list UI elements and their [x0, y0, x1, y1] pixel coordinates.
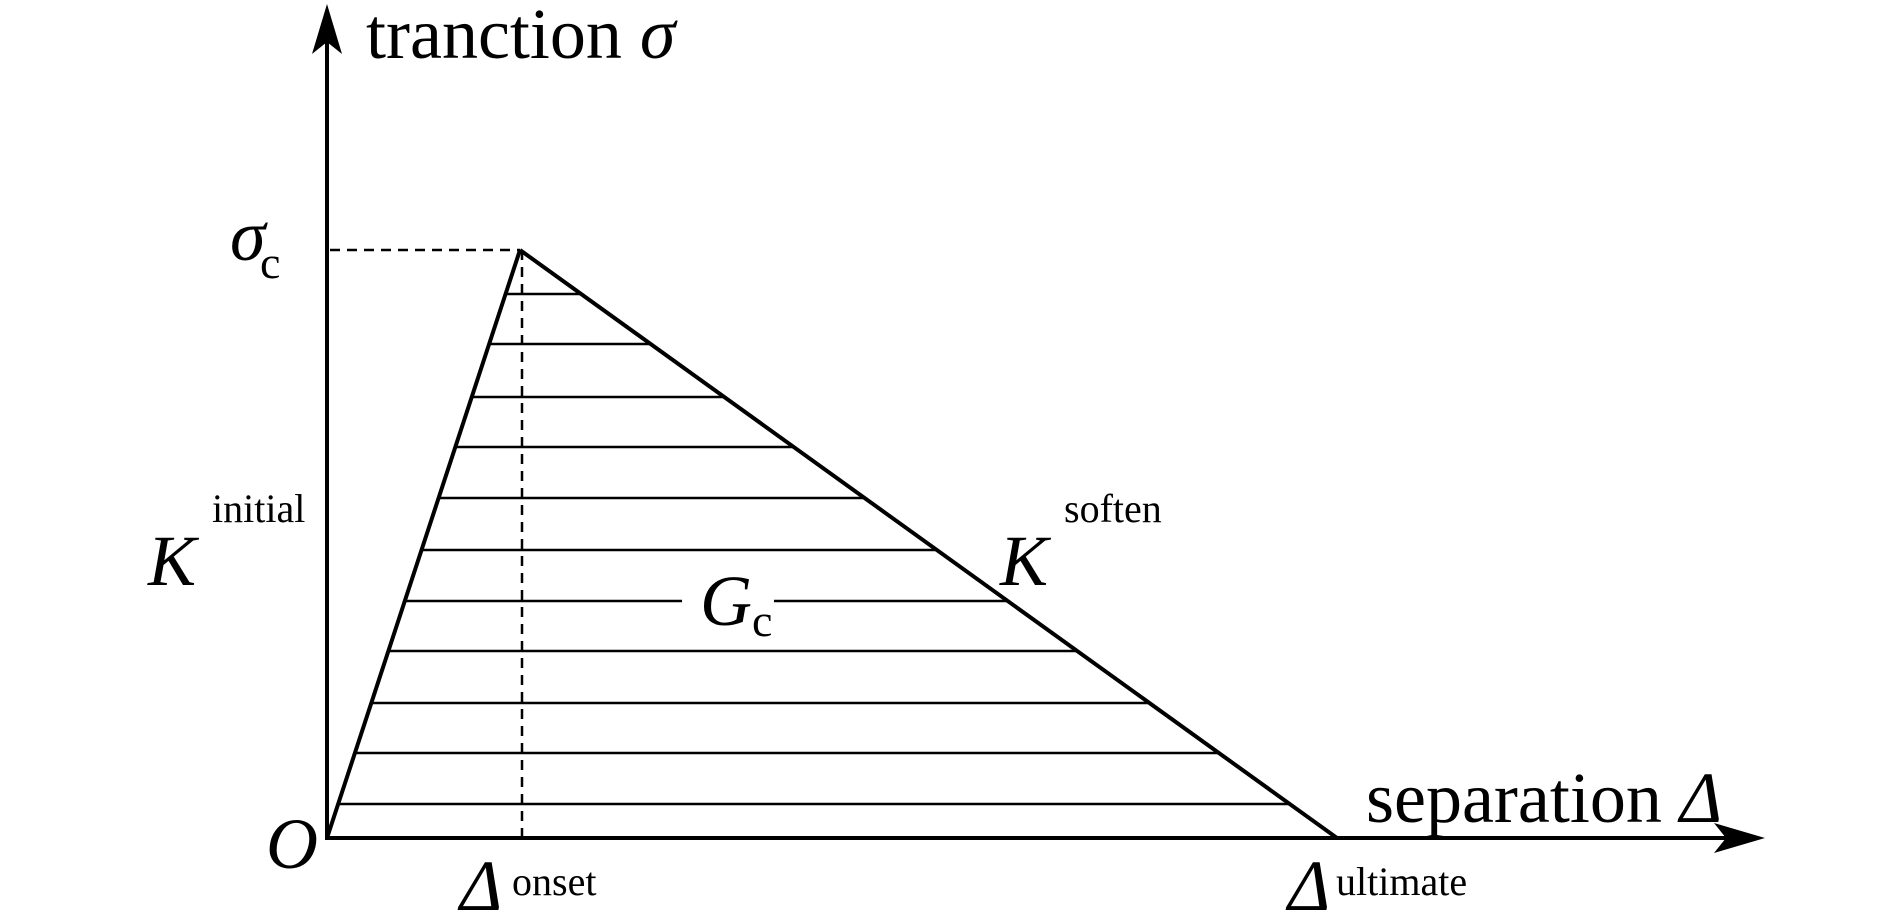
fracture-energy-hatching	[327, 292, 1337, 806]
fracture-energy-symbol: G	[700, 561, 752, 641]
energy-label-backdrop	[682, 572, 774, 644]
ultimate-separation-symbol: Δ	[1285, 846, 1330, 921]
y-axis-arrow-icon	[312, 4, 342, 54]
ultimate-separation-superscript: ultimate	[1336, 859, 1467, 904]
initial-stiffness-line	[325, 249, 522, 839]
soften-stiffness-symbol: K	[999, 521, 1052, 601]
y-axis-label: tranction σ	[366, 0, 678, 74]
initial-stiffness-superscript: initial	[212, 486, 305, 531]
x-axis-label: separation Δ	[1366, 758, 1722, 838]
origin-label: O	[266, 804, 318, 884]
onset-separation-superscript: onset	[512, 859, 596, 904]
soften-stiffness-line	[518, 248, 1339, 840]
soften-stiffness-superscript: soften	[1064, 486, 1162, 531]
peak-traction-symbol: σ	[230, 196, 268, 276]
peak-traction-subscript: c	[260, 237, 280, 288]
onset-separation-symbol: Δ	[457, 846, 502, 921]
fracture-energy-subscript: c	[752, 595, 772, 646]
initial-stiffness-symbol: K	[147, 521, 200, 601]
x-axis-arrow-icon	[1714, 823, 1765, 853]
